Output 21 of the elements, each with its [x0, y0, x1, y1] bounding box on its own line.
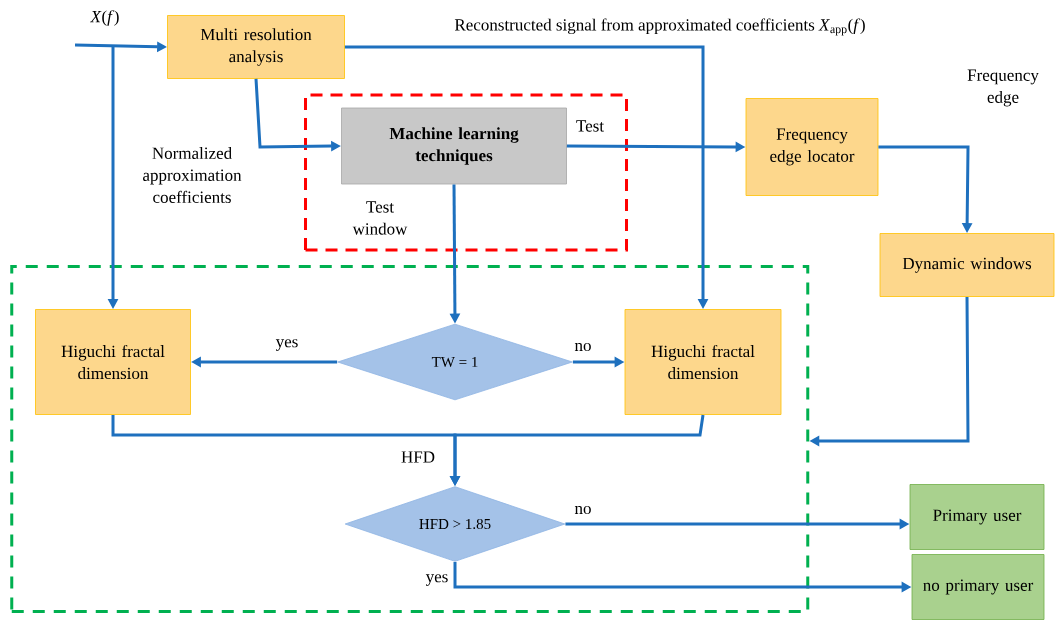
- dashed-frame: [304, 93, 628, 252]
- edge-label: yes: [275, 339, 298, 351]
- process-box: Frequency edge locator: [745, 98, 879, 196]
- process-box: Multi resolution analysis: [167, 15, 345, 79]
- edge-label: X(f): [89, 10, 119, 26]
- edge-label: HFD: [401, 451, 435, 463]
- edge-label: no: [574, 342, 591, 352]
- edge-label: Test: [576, 120, 604, 132]
- edge-label: yes: [425, 574, 448, 586]
- output-box: Primary user: [909, 484, 1045, 550]
- dashed-frame: [10, 265, 810, 613]
- output-box: no primary user: [911, 554, 1045, 620]
- process-box: Dynamic windows: [879, 233, 1055, 297]
- process-box: Higuchi fractal dimension: [624, 309, 782, 415]
- edge-label: Frequency edge: [967, 69, 1039, 107]
- process-box: Higuchi fractal dimension: [35, 309, 191, 415]
- process-box: Machine learning techniques: [341, 107, 567, 185]
- edge-label: no: [574, 505, 591, 515]
- edge-label: Normalized approximation coefficients: [143, 147, 242, 203]
- edge-label: Reconstructed signal from approximated coefficients X$_{app}$(f): [454, 18, 865, 36]
- edge-label: Test window: [352, 201, 408, 235]
